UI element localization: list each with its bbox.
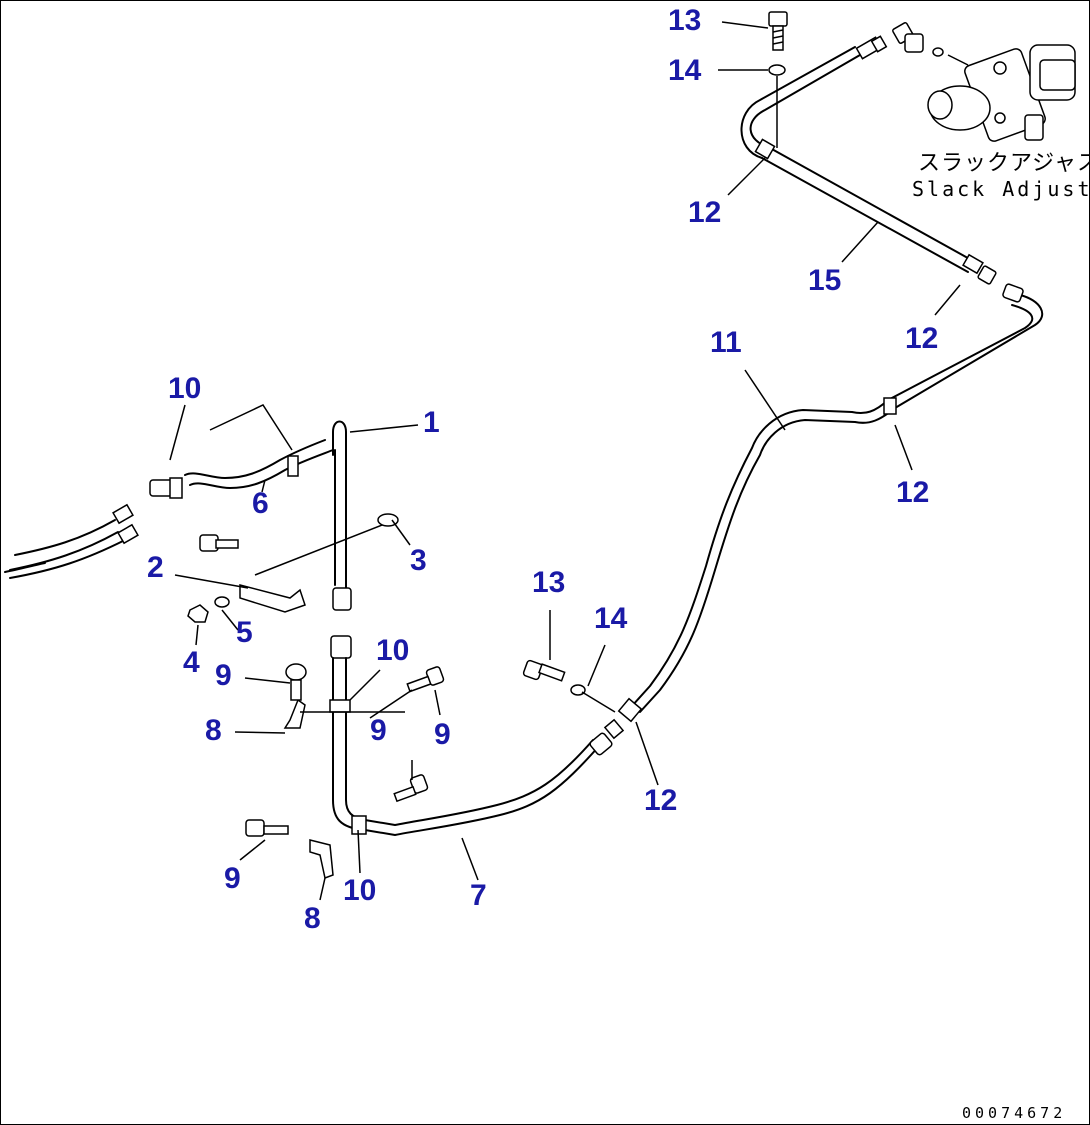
callout-12-right: 12 <box>896 476 929 509</box>
pipe-1 <box>149 420 352 611</box>
bolt-13-top <box>768 11 788 148</box>
callout-11: 11 <box>710 326 742 359</box>
callout-numbers: 13 14 12 15 12 11 12 10 1 6 3 2 5 4 10 9… <box>147 4 938 935</box>
callout-9-center: 9 <box>370 714 387 747</box>
bolt-9-mid <box>393 666 445 803</box>
callout-6: 6 <box>252 487 269 520</box>
slack-adjuster-label-en: Slack Adjuster <box>912 177 1090 201</box>
callout-12-upper-left: 12 <box>688 196 721 229</box>
callout-9-right: 9 <box>434 718 451 751</box>
callout-3: 3 <box>410 544 427 577</box>
callout-4: 4 <box>183 646 200 679</box>
pipe-10-lower <box>329 635 367 835</box>
callout-13-mid: 13 <box>532 566 565 599</box>
callout-7: 7 <box>470 879 487 912</box>
slack-adjuster-label-jp: スラックアジャスタ <box>918 151 1090 176</box>
bolt-13-mid <box>522 659 616 713</box>
callout-12-upper-right: 12 <box>905 322 938 355</box>
callout-2: 2 <box>147 551 164 584</box>
elbow-fitting-top <box>892 22 924 53</box>
callout-15: 15 <box>808 264 841 297</box>
upper-loop-pipe <box>740 35 888 160</box>
callout-9-lower: 9 <box>224 862 241 895</box>
leader-lines <box>169 21 961 901</box>
callout-13-top: 13 <box>668 4 701 37</box>
callout-8-upper: 8 <box>205 714 222 747</box>
callout-14-top: 14 <box>668 54 702 87</box>
callout-14-mid: 14 <box>594 602 628 635</box>
bracket-8-upper <box>283 663 405 729</box>
document-number: 00074672 <box>962 1104 1066 1122</box>
callout-1: 1 <box>423 406 440 439</box>
slack-adjuster <box>927 44 1076 142</box>
bracket-8-lower <box>245 819 334 880</box>
callout-9-left: 9 <box>215 659 232 692</box>
callout-5: 5 <box>236 616 253 649</box>
callout-8-lower: 8 <box>304 902 321 935</box>
left-hoses <box>4 503 139 579</box>
callout-10-top: 10 <box>168 372 201 405</box>
bracket-2 <box>187 513 399 623</box>
pipe-11 <box>617 283 1044 723</box>
hose-7 <box>364 718 625 836</box>
callout-10-lower: 10 <box>343 874 376 907</box>
callout-12-lower: 12 <box>644 784 677 817</box>
hose-15 <box>761 147 997 285</box>
callout-10-mid: 10 <box>376 634 409 667</box>
